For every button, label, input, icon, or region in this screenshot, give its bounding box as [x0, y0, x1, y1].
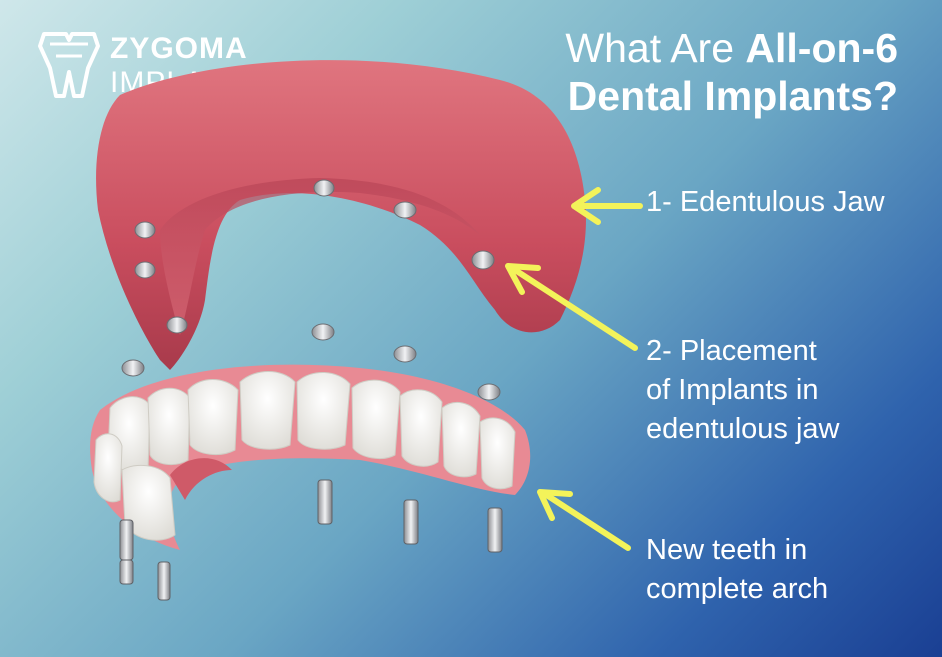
jaw-implant-caps — [134, 179, 495, 334]
arrow-edentulous-jaw-icon — [571, 187, 643, 225]
label-new-teeth: New teeth in complete arch — [646, 531, 828, 609]
logo-wordmark-top: ZYGOMA — [110, 32, 248, 65]
label-line: of Implants in — [646, 373, 819, 406]
edentulous-jaw — [96, 60, 586, 370]
label-line: complete arch — [646, 572, 829, 605]
pointer-arrows — [505, 187, 643, 551]
title-bold-inline: All-on-6 — [745, 25, 898, 71]
label-line: 1- Edentulous Jaw — [646, 186, 885, 218]
label-line: edentulous jaw — [646, 412, 840, 445]
label-implant-placement: 2- Placement of Implants in edentulous j… — [646, 332, 839, 449]
tooth-logo-icon — [38, 32, 100, 98]
denture-arch — [90, 364, 531, 550]
label-line: 2- Placement — [646, 335, 817, 367]
arrow-new-teeth-icon — [537, 489, 631, 551]
page-title: What Are All-on-6 Dental Implants? — [565, 24, 898, 121]
label-edentulous-jaw: 1- Edentulous Jaw — [646, 183, 885, 222]
title-light: What Are — [565, 25, 746, 71]
abutments — [121, 323, 501, 401]
arrow-implant-placement-icon — [505, 263, 638, 351]
implant-posts — [119, 479, 503, 601]
label-line: New teeth in — [646, 534, 808, 566]
title-bold-line2: Dental Implants? — [567, 73, 898, 120]
